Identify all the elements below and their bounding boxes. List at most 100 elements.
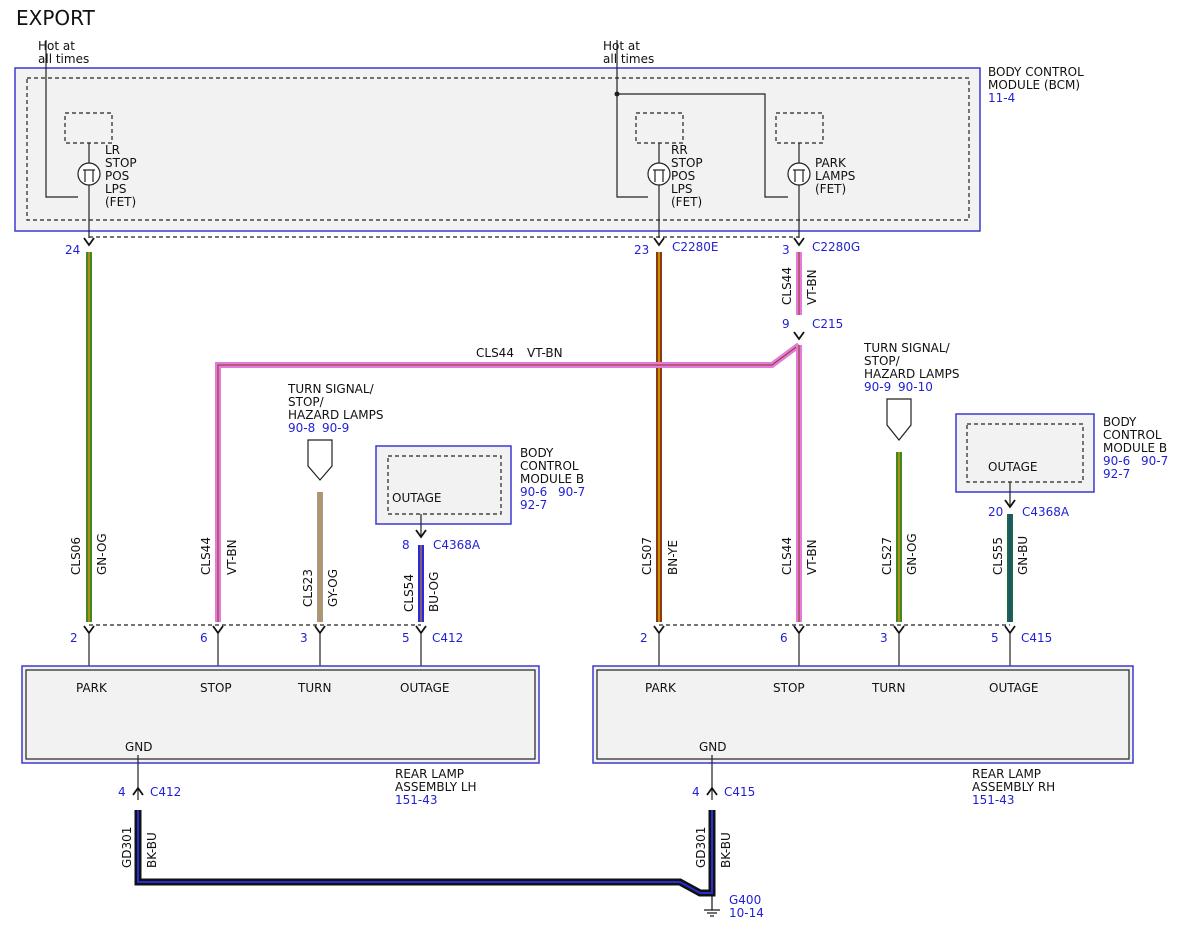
lh-stop-label: STOP	[200, 681, 232, 695]
bcm-b-right-ref-2: 90-7	[1141, 454, 1168, 468]
pin-23-label: 23	[634, 243, 649, 257]
vt-bn-right-label: VT-BN	[805, 539, 819, 575]
lr-fet-label-1: LR	[105, 143, 120, 157]
bcm-b-right-ref-1: 90-6	[1103, 454, 1130, 468]
pin-arrow-3	[793, 237, 805, 247]
bcm-b-left-ref-3: 92-7	[520, 498, 547, 512]
turn-signal-right-1: TURN SIGNAL/	[863, 341, 951, 355]
turn-signal-left-3: HAZARD LAMPS	[288, 408, 383, 422]
wire-cls44-split	[215, 342, 802, 622]
lh-pin-3: 3	[300, 631, 308, 645]
rr-fet-label-5: (FET)	[671, 195, 702, 209]
park-fet-label-2: LAMPS	[815, 169, 855, 183]
lh-name-2: ASSEMBLY LH	[395, 780, 477, 794]
hot-label-left-1: Hot at	[38, 39, 75, 53]
gd301-right-label: GD301	[694, 827, 708, 868]
c215-label: C215	[812, 317, 843, 331]
bcm-b-left	[375, 445, 512, 525]
c2280g-label: C2280G	[812, 240, 860, 254]
turn-signal-right-connector	[886, 398, 912, 441]
hot-label-right-2: all times	[603, 52, 654, 66]
lh-pin-6: 6	[200, 631, 208, 645]
bcm-b-right-outage: OUTAGE	[988, 460, 1038, 474]
lr-fet-label-3: POS	[105, 169, 129, 183]
rr-fet-label-1: RR	[671, 143, 688, 157]
rh-gnd-label: GND	[699, 740, 727, 754]
bcm-module	[14, 67, 981, 232]
gy-og-label: GY-OG	[326, 569, 340, 607]
turn-signal-left-ref-2: 90-9	[322, 421, 349, 435]
bcm-name-1: BODY CONTROL	[988, 65, 1084, 79]
gnd-connections	[132, 755, 718, 800]
c2280e-label: C2280E	[672, 240, 719, 254]
lr-fet-label-5: (FET)	[105, 195, 136, 209]
vt-bn-left-label: VT-BN	[225, 539, 239, 575]
vtbn-horizontal-label: VT-BN	[527, 346, 563, 360]
cls44-right-label: CLS44	[780, 537, 794, 575]
lh-turn-label: TURN	[297, 681, 331, 695]
pin-arrow-8	[415, 529, 427, 539]
cls44-left-label: CLS44	[199, 537, 213, 575]
rh-name-1: REAR LAMP	[972, 767, 1041, 781]
lh-pin-5: 5	[402, 631, 410, 645]
cls27-label: CLS27	[880, 537, 894, 575]
gd301-left-label: GD301	[120, 827, 134, 868]
turn-signal-right-ref-2: 90-10	[898, 380, 933, 394]
rh-pin-5: 5	[991, 631, 999, 645]
bcm-b-right-name-1: BODY	[1103, 415, 1137, 429]
bcm-b-right-name-3: MODULE B	[1103, 441, 1167, 455]
c412-top-label: C412	[432, 631, 463, 645]
rh-ref: 151-43	[972, 793, 1015, 807]
rh-pin-3: 3	[880, 631, 888, 645]
bu-og-label: BU-OG	[427, 572, 441, 612]
rh-turn-label: TURN	[871, 681, 905, 695]
hot-label-right-1: Hot at	[603, 39, 640, 53]
turn-signal-right-3: HAZARD LAMPS	[864, 367, 959, 381]
pin-arrow-23	[653, 237, 665, 247]
pin-9-label: 9	[782, 317, 790, 331]
lh-name-1: REAR LAMP	[395, 767, 464, 781]
rh-outage-label: OUTAGE	[989, 681, 1039, 695]
turn-signal-left-2: STOP/	[288, 395, 325, 409]
cls44-horizontal-label: CLS44	[476, 346, 514, 360]
pin-20-label: 20	[988, 505, 1003, 519]
pin-8-label: 8	[402, 538, 410, 552]
lr-fet	[45, 40, 113, 238]
park-fet-label-1: PARK	[815, 156, 847, 170]
cls23-label: CLS23	[301, 569, 315, 607]
bcm-b-right-ref-3: 92-7	[1103, 467, 1130, 481]
rh-stop-label: STOP	[773, 681, 805, 695]
rr-fet-label-3: POS	[671, 169, 695, 183]
turn-signal-left-ref-1: 90-8	[288, 421, 315, 435]
bcm-b-left-name-3: MODULE B	[520, 472, 584, 486]
bcm-b-left-name-2: CONTROL	[520, 459, 579, 473]
bcm-b-right-name-2: CONTROL	[1103, 428, 1162, 442]
lh-pin-2: 2	[70, 631, 78, 645]
bk-bu-right-label: BK-BU	[719, 832, 733, 868]
c415-top-label: C415	[1021, 631, 1052, 645]
rear-lamp-lh	[21, 665, 540, 764]
rh-name-2: ASSEMBLY RH	[972, 780, 1055, 794]
wire-gd301	[134, 810, 716, 897]
rh-pin-6: 6	[780, 631, 788, 645]
cls07-label: CLS07	[640, 537, 654, 575]
hot-label-left-2: all times	[38, 52, 89, 66]
c415-gnd-label: C415	[724, 785, 755, 799]
pin-24-label: 24	[65, 243, 80, 257]
c4368a-left-label: C4368A	[433, 538, 481, 552]
gn-og-left-label: GN-OG	[95, 533, 109, 575]
pin-arrow-20	[1004, 499, 1016, 509]
c412-arrows	[83, 625, 427, 668]
rh-park-label: PARK	[645, 681, 677, 695]
rear-lamp-rh	[592, 665, 1134, 764]
park-fet-label-3: (FET)	[815, 182, 846, 196]
gn-og-right-label: GN-OG	[905, 533, 919, 575]
ground-icon	[704, 896, 720, 917]
park-fet	[775, 112, 824, 238]
turn-signal-right-2: STOP/	[864, 354, 901, 368]
c415-arrows	[653, 625, 1016, 668]
pin-arrow-9	[793, 331, 805, 341]
pin-3-label: 3	[782, 243, 790, 257]
lr-fet-label-4: LPS	[105, 182, 127, 196]
